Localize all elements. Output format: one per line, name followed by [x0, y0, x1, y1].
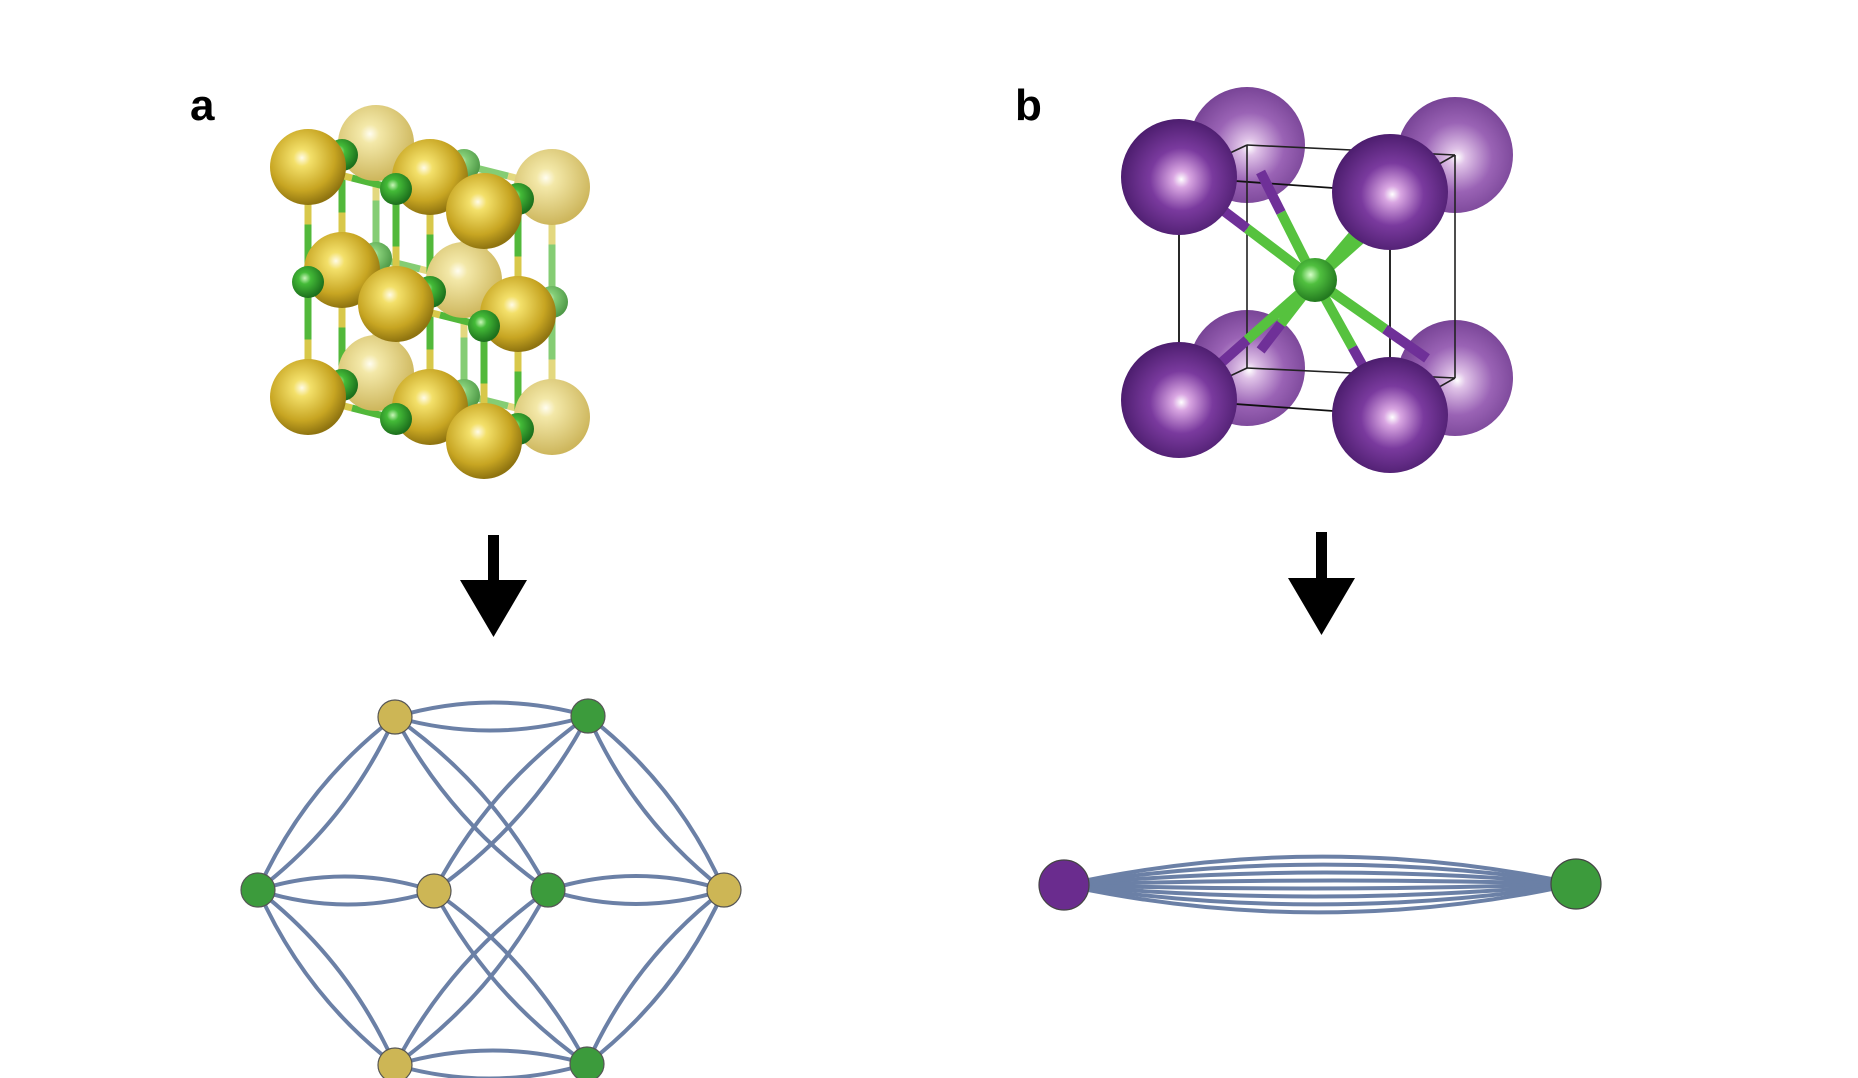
cesium-chloride-crystal-structure — [1121, 87, 1513, 473]
graph-node — [1550, 858, 1602, 910]
graph-edge — [1063, 862, 1577, 887]
graph-edge — [393, 715, 550, 891]
graph-node — [377, 699, 413, 735]
rock-salt-crystal-structure — [270, 105, 590, 479]
down-arrow-b — [1288, 532, 1355, 635]
large-atom — [426, 242, 502, 318]
small-atom — [292, 266, 324, 298]
graph-edge — [256, 889, 397, 1067]
front-corner-atom — [1332, 134, 1448, 250]
graph-node — [570, 698, 606, 734]
bond-half — [1382, 324, 1430, 363]
large-atom — [514, 379, 590, 455]
graph-node — [569, 1046, 605, 1078]
small-atom — [380, 403, 412, 435]
graph-edge — [256, 888, 397, 1066]
graph-edge — [393, 716, 550, 892]
large-atom — [480, 276, 556, 352]
large-atom — [514, 149, 590, 225]
graph-node — [377, 1047, 413, 1078]
graph-node — [706, 872, 742, 908]
graph-edge — [257, 874, 435, 893]
graph-edge — [547, 874, 725, 892]
graph-edge — [394, 1062, 588, 1078]
graph-edge — [432, 890, 589, 1066]
graph-edge — [393, 888, 550, 1066]
large-atom — [446, 173, 522, 249]
large-atom — [392, 369, 468, 445]
panel-label-a: a — [190, 81, 215, 130]
graph-edge — [256, 716, 397, 892]
graph-node — [1038, 859, 1090, 911]
graph-edge — [585, 889, 726, 1066]
center-atom — [1293, 258, 1337, 302]
graph-edge — [432, 715, 590, 893]
graph-edge — [394, 1048, 588, 1067]
large-atom — [338, 105, 414, 181]
graph-edge — [1063, 882, 1577, 915]
graph-edge — [586, 714, 726, 891]
large-atom — [270, 359, 346, 435]
graph-node — [416, 873, 452, 909]
graph-edge — [547, 888, 725, 906]
graph-edge — [1063, 870, 1577, 887]
down-arrow-a — [460, 535, 527, 637]
graph-edge — [1063, 882, 1577, 891]
graph-edge — [1063, 878, 1577, 887]
graph-edge — [432, 889, 589, 1065]
crystal-graph-b — [1038, 854, 1602, 915]
graph-edge — [256, 715, 397, 891]
front-corner-atom — [1332, 357, 1448, 473]
graph-edge — [1063, 882, 1577, 907]
graph-edge — [585, 888, 726, 1065]
crystal-graph-a — [240, 698, 742, 1078]
graph-edge — [394, 700, 589, 719]
graph-edge — [1063, 882, 1577, 899]
large-atom — [446, 403, 522, 479]
graph-edge — [432, 714, 590, 892]
graph-edge — [394, 714, 589, 733]
large-atom — [358, 266, 434, 342]
graph-node — [530, 872, 566, 908]
panel-label-b: b — [1015, 81, 1042, 130]
large-atom — [304, 232, 380, 308]
graph-edge — [586, 715, 726, 892]
small-atom — [380, 173, 412, 205]
large-atom — [338, 335, 414, 411]
front-corner-atom — [1121, 119, 1237, 235]
bond-half — [1256, 169, 1286, 215]
front-corner-atom — [1121, 342, 1237, 458]
graph-edge — [393, 889, 550, 1067]
graph-edge — [257, 888, 435, 907]
large-atom — [392, 139, 468, 215]
bond-half — [1256, 320, 1285, 354]
large-atom — [270, 129, 346, 205]
small-atom — [468, 310, 500, 342]
graph-edge — [1063, 854, 1577, 887]
graph-node — [240, 872, 276, 908]
